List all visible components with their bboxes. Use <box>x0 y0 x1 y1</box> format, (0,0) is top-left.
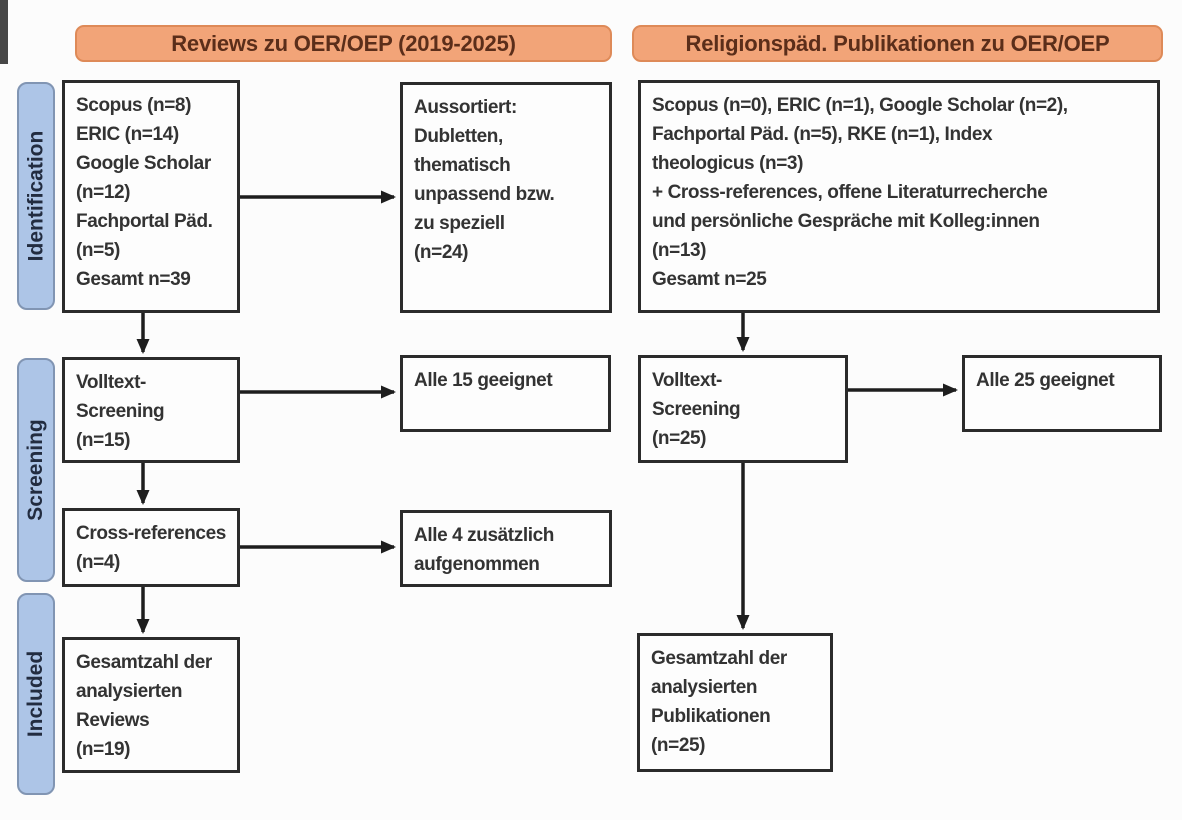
flow-box-left-cross-references: Cross-references (n=4) <box>62 508 240 587</box>
flow-box-right-fulltext-screening: Volltext- Screening (n=25) <box>638 355 848 463</box>
flow-box-left-fulltext-screening: Volltext- Screening (n=15) <box>62 357 240 463</box>
flow-box-left-excluded: Aussortiert: Dubletten, thematisch unpas… <box>400 82 612 313</box>
flow-box-right-included-total: Gesamtzahl der analysierten Publikatione… <box>637 633 833 772</box>
column-header-reviews: Reviews zu OER/OEP (2019-2025) <box>75 25 612 62</box>
flow-box-left-included-total: Gesamtzahl der analysierten Reviews (n=1… <box>62 637 240 773</box>
flow-box-left-fulltext-result: Alle 15 geeignet <box>400 355 611 432</box>
stage-label-screening: Screening <box>17 358 55 582</box>
flow-box-right-sources: Scopus (n=0), ERIC (n=1), Google Scholar… <box>638 80 1160 313</box>
stage-label-screening-text: Screening <box>24 419 48 521</box>
stage-label-included: Included <box>17 593 55 795</box>
stage-label-identification-text: Identification <box>24 130 48 262</box>
stage-label-identification: Identification <box>17 82 55 310</box>
flow-box-left-sources: Scopus (n=8) ERIC (n=14) Google Scholar … <box>62 80 240 313</box>
stage-label-included-text: Included <box>24 650 47 738</box>
column-header-religionspaed: Religionspäd. Publikationen zu OER/OEP <box>632 25 1163 62</box>
flow-box-left-cross-references-result: Alle 4 zusätzlich aufgenommen <box>400 510 612 587</box>
page-edge-artifact <box>0 0 8 64</box>
flow-box-right-fulltext-result: Alle 25 geeignet <box>962 355 1162 432</box>
